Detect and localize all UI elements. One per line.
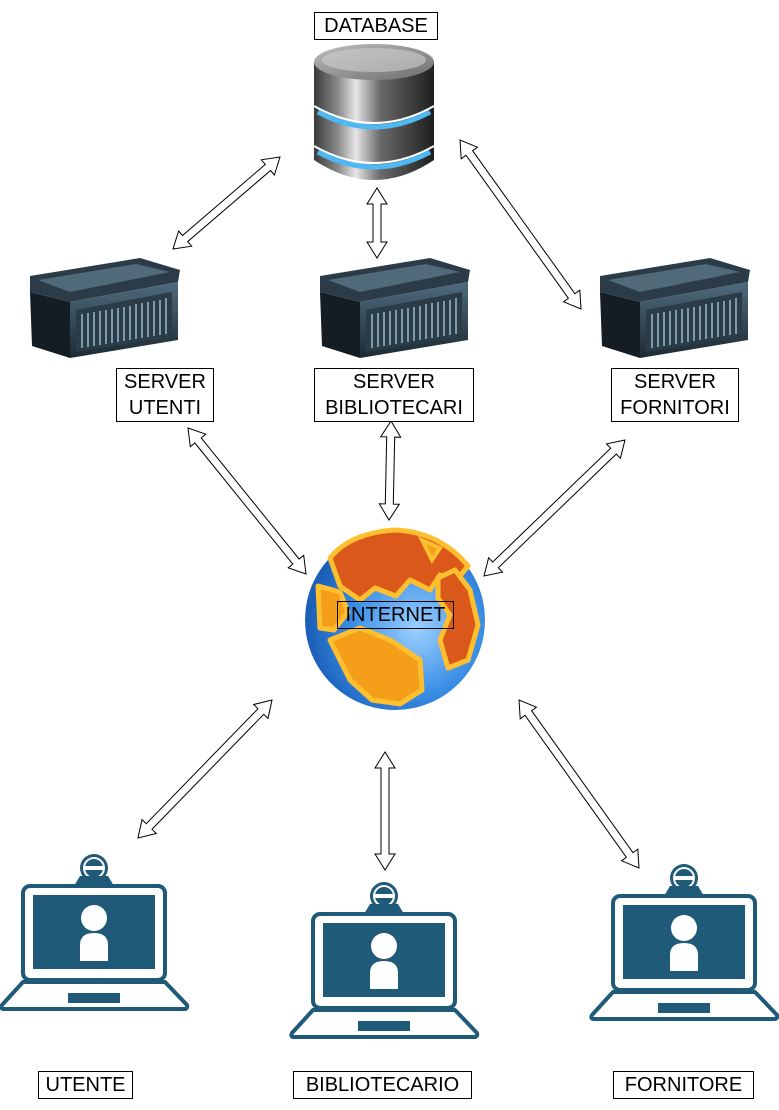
internet-label: INTERNET <box>337 601 454 629</box>
database-icon <box>313 44 435 180</box>
arrow-database-to-server-bibliotecari <box>366 187 388 259</box>
utente-label: UTENTE <box>38 1071 133 1099</box>
globe-icon <box>305 527 485 710</box>
arrow-server-fornitori-to-internet <box>483 439 626 577</box>
arrow-database-to-server-utenti <box>172 156 281 250</box>
server-icon-bibliotecari <box>319 257 471 359</box>
laptop-user-icon-bibliotecario <box>289 880 480 1039</box>
bibliotecario-label: BIBLIOTECARIO <box>293 1071 472 1099</box>
arrow-server-utenti-to-internet <box>187 427 307 575</box>
connection-arrows <box>137 139 640 871</box>
laptop-user-icon-fornitore <box>589 862 779 1021</box>
server-icon-fornitori <box>599 257 751 359</box>
arrow-server-bibliotecari-to-internet <box>378 420 402 521</box>
arrow-database-to-server-fornitori <box>459 139 582 310</box>
server-fornitori-label: SERVER FORNITORI <box>611 368 739 422</box>
arrow-internet-to-fornitore <box>518 699 640 869</box>
arrow-internet-to-bibliotecario <box>374 751 396 871</box>
server-bibliotecari-label: SERVER BIBLIOTECARI <box>314 368 474 422</box>
server-icon-utenti <box>29 257 181 359</box>
database-label: DATABASE <box>314 12 438 40</box>
fornitore-label: FORNITORE <box>613 1071 754 1099</box>
server-utenti-label: SERVER UTENTI <box>116 368 214 422</box>
arrow-internet-to-utente <box>137 699 273 839</box>
laptop-user-icon-utente <box>0 852 190 1011</box>
